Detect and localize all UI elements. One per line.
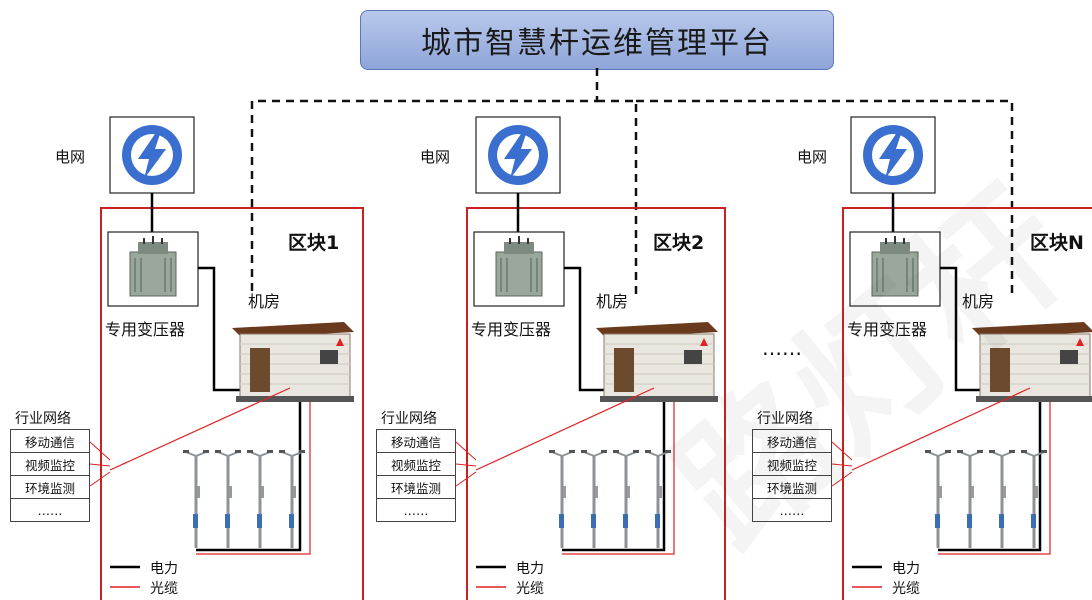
room-poles-power-line (938, 402, 1042, 552)
block-border (466, 207, 726, 600)
grid-label: 电网 (55, 148, 86, 166)
industry-network-list: 移动通信视频监控环境监测…… (376, 429, 456, 522)
legend-fiber-label: 光缆 (892, 581, 920, 597)
industry-network-title: 行业网络 (381, 411, 437, 427)
industry-network-list: 移动通信视频监控环境监测…… (752, 429, 832, 522)
smart-pole-icon (987, 448, 1017, 550)
legend-power-label: 电力 (892, 561, 920, 577)
transformer-label: 专用变压器 (847, 320, 928, 339)
transformer-label: 专用变压器 (471, 320, 552, 339)
industry-network-item: 移动通信 (752, 429, 832, 453)
industry-network-item: …… (10, 498, 90, 522)
industry-network-list: 移动通信视频监控环境监测…… (10, 429, 90, 522)
transformer-icon (107, 231, 199, 307)
smart-pole-icon (579, 448, 609, 550)
industry-network-item: …… (376, 498, 456, 522)
machine-room-label: 机房 (962, 292, 995, 311)
power-grid-icon (109, 116, 195, 194)
block-border (100, 207, 364, 600)
industry-fiber-branch (89, 441, 111, 461)
transformer-icon (849, 231, 941, 307)
transformer-icon (473, 231, 565, 307)
transformer-room-power-line (564, 266, 604, 392)
machine-room-icon (595, 321, 719, 403)
block-title: 区块2 (653, 232, 705, 254)
industry-network-item: 环境监测 (752, 475, 832, 499)
industry-network-title: 行业网络 (757, 411, 813, 427)
legend-fiber-label: 光缆 (516, 581, 544, 597)
smart-pole-icon (245, 448, 275, 550)
smart-pole-icon (547, 448, 577, 550)
machine-room-icon (971, 321, 1092, 403)
mgmt-link-block-2 (597, 99, 638, 298)
smart-pole-icon (643, 448, 673, 550)
industry-fiber-branch (455, 441, 477, 461)
industry-fiber-branch (455, 463, 477, 467)
smart-pole-icon (611, 448, 641, 550)
machine-room-icon (231, 321, 355, 403)
room-poles-fiber-line (196, 402, 311, 555)
block-border (842, 207, 1092, 600)
industry-network-item: 移动通信 (376, 429, 456, 453)
smart-pole-icon (213, 448, 243, 550)
transformer-label: 专用变压器 (105, 320, 186, 339)
industry-network-item: 环境监测 (10, 475, 90, 499)
industry-network-item: 视频监控 (752, 452, 832, 476)
block-title: 区块N (1030, 232, 1084, 254)
smart-pole-icon (181, 448, 211, 550)
power-grid-icon (475, 116, 561, 194)
legend-power-label: 电力 (516, 561, 544, 577)
industry-network-item: 视频监控 (10, 452, 90, 476)
industry-fiber-branch (831, 463, 853, 467)
industry-fiber-branch (831, 471, 853, 487)
smart-pole-icon (1019, 448, 1049, 550)
industry-fiber-branch (455, 471, 477, 487)
industry-network-item: 环境监测 (376, 475, 456, 499)
platform-title: 城市智慧杆运维管理平台 (360, 10, 834, 70)
industry-network-item: 视频监控 (376, 452, 456, 476)
mgmt-link-block-n (636, 99, 1014, 298)
room-industry-fiber-line (851, 387, 1031, 471)
room-industry-fiber-line (109, 387, 291, 471)
grid-label: 电网 (420, 148, 451, 166)
room-poles-fiber-line (562, 402, 675, 555)
industry-network-item: 移动通信 (10, 429, 90, 453)
industry-network-title: 行业网络 (15, 411, 71, 427)
industry-fiber-branch (831, 441, 853, 461)
room-industry-fiber-line (475, 387, 655, 471)
room-poles-fiber-line (938, 402, 1051, 555)
transformer-room-power-line (198, 266, 240, 392)
grid-label: 电网 (797, 148, 828, 166)
industry-fiber-branch (89, 463, 111, 467)
power-grid-icon (850, 116, 936, 194)
legend-fiber-label: 光缆 (150, 581, 178, 597)
mgmt-link-block-1 (250, 68, 599, 298)
machine-room-label: 机房 (596, 292, 629, 311)
legend-power-label: 电力 (150, 561, 178, 577)
smart-pole-icon (923, 448, 953, 550)
transformer-room-power-line (940, 266, 980, 392)
industry-network-item: …… (752, 498, 832, 522)
machine-room-label: 机房 (248, 292, 281, 311)
smart-pole-icon (955, 448, 985, 550)
block-title: 区块1 (288, 232, 340, 254)
room-poles-power-line (562, 402, 666, 552)
industry-fiber-branch (89, 471, 111, 487)
blocks-ellipsis: …… (762, 336, 802, 360)
